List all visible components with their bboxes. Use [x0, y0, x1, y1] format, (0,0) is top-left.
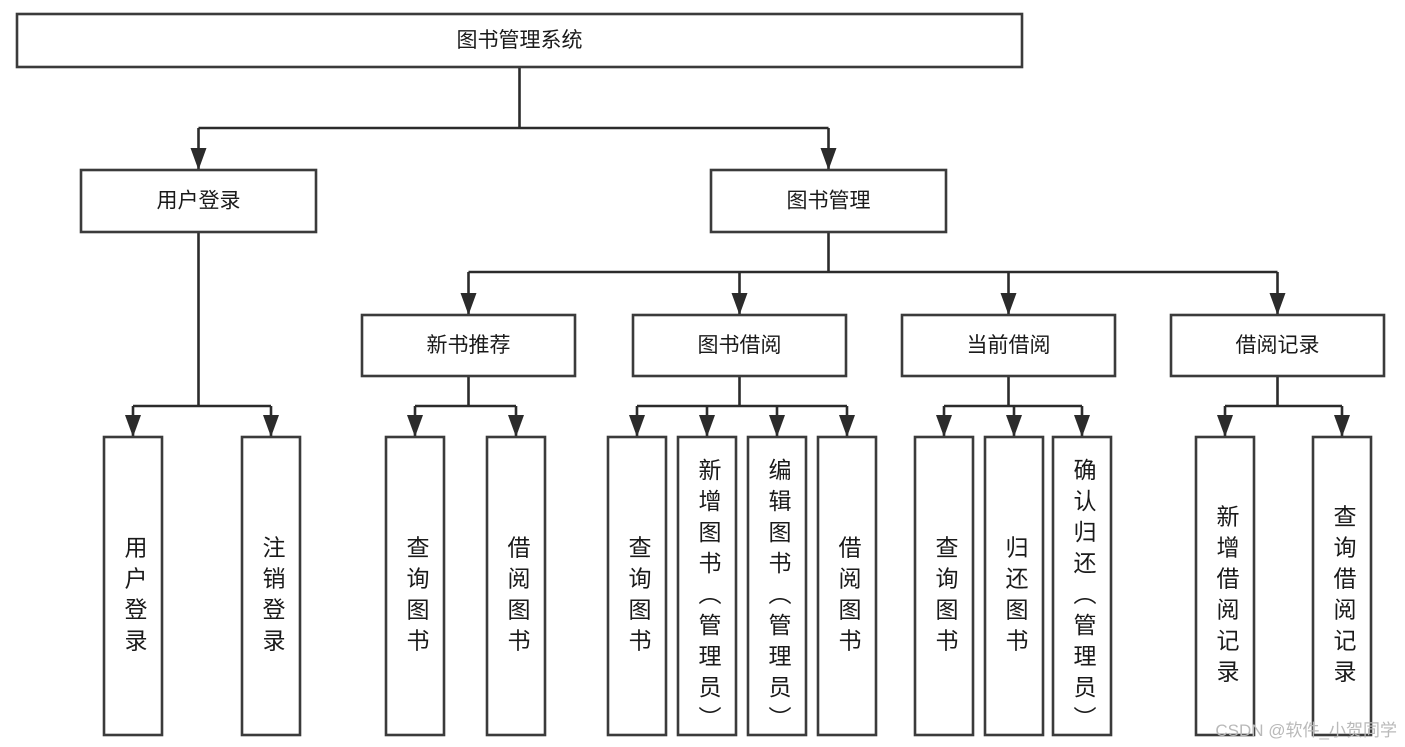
node-level3-3[interactable]: 借阅记录 [1169, 313, 1386, 378]
node-level3-1-box[interactable] [631, 313, 848, 378]
node-level3-1-label: 图书借阅 [698, 334, 782, 357]
node-level2-1[interactable]: 图书管理 [709, 168, 948, 234]
node-leaf-9-label: 归还图书 [1002, 535, 1029, 654]
node-level2-0[interactable]: 用户登录 [79, 168, 318, 234]
arrow-head-icon [769, 415, 785, 437]
arrow-head-icon [820, 148, 837, 170]
node-root-label: 图书管理系统 [457, 29, 583, 52]
node-leaf-2-box[interactable] [384, 435, 446, 737]
node-leaf-1-box[interactable] [240, 435, 302, 737]
node-leaf-9[interactable]: 归还图书 [983, 435, 1045, 737]
node-leaf-6[interactable]: 编辑图书（管理员） [746, 435, 808, 737]
arrow-head-icon [460, 293, 477, 315]
node-leaf-12-box[interactable] [1311, 435, 1373, 737]
arrow-head-icon [699, 415, 715, 437]
nodes-layer: 图书管理系统用户登录图书管理新书推荐图书借阅当前借阅借阅记录用户登录注销登录查询… [15, 12, 1386, 737]
node-leaf-5-box[interactable] [676, 435, 738, 737]
arrow-head-icon [407, 415, 423, 437]
node-leaf-11-box[interactable] [1194, 435, 1256, 737]
node-leaf-4-box[interactable] [606, 435, 668, 737]
node-leaf-0-label: 用户登录 [121, 535, 148, 654]
node-level2-0-label: 用户登录 [157, 190, 241, 213]
node-leaf-3-box[interactable] [485, 435, 547, 737]
node-leaf-2-label: 查询图书 [403, 535, 430, 654]
arrow-head-icon [1217, 415, 1233, 437]
node-leaf-0-box[interactable] [102, 435, 164, 737]
arrow-head-icon [190, 148, 207, 170]
node-leaf-1-label: 注销登录 [259, 535, 286, 654]
arrow-head-icon [1334, 415, 1350, 437]
node-root[interactable]: 图书管理系统 [15, 12, 1024, 69]
node-level2-1-label: 图书管理 [787, 190, 871, 213]
node-leaf-6-box[interactable] [746, 435, 808, 737]
arrow-head-icon [1006, 415, 1022, 437]
node-leaf-6-label: 编辑图书（管理员） [765, 458, 792, 732]
node-level3-0[interactable]: 新书推荐 [360, 313, 577, 378]
node-leaf-5[interactable]: 新增图书（管理员） [676, 435, 738, 737]
node-root-box[interactable] [15, 12, 1024, 69]
node-leaf-0[interactable]: 用户登录 [102, 435, 164, 737]
node-level3-2-label: 当前借阅 [967, 334, 1051, 357]
arrow-head-icon [936, 415, 952, 437]
node-leaf-3[interactable]: 借阅图书 [485, 435, 547, 737]
node-level3-0-label: 新书推荐 [427, 334, 511, 357]
arrow-head-icon [1269, 293, 1286, 315]
node-leaf-4[interactable]: 查询图书 [606, 435, 668, 737]
node-leaf-10-box[interactable] [1051, 435, 1113, 737]
node-level3-1[interactable]: 图书借阅 [631, 313, 848, 378]
node-leaf-7-box[interactable] [816, 435, 878, 737]
node-leaf-8[interactable]: 查询图书 [913, 435, 975, 737]
arrow-head-icon [125, 415, 141, 437]
arrow-head-icon [839, 415, 855, 437]
node-leaf-10-label: 确认归还（管理员） [1070, 458, 1097, 732]
node-leaf-7[interactable]: 借阅图书 [816, 435, 878, 737]
node-level3-0-box[interactable] [360, 313, 577, 378]
node-leaf-1[interactable]: 注销登录 [240, 435, 302, 737]
arrow-head-icon [629, 415, 645, 437]
node-leaf-5-label: 新增图书（管理员） [695, 458, 722, 732]
node-leaf-9-box[interactable] [983, 435, 1045, 737]
node-leaf-10[interactable]: 确认归还（管理员） [1051, 435, 1113, 737]
node-level2-1-box[interactable] [709, 168, 948, 234]
node-leaf-11-label: 新增借阅记录 [1213, 504, 1240, 685]
node-leaf-4-label: 查询图书 [625, 535, 652, 654]
arrow-head-icon [508, 415, 524, 437]
arrow-head-icon [1074, 415, 1090, 437]
node-leaf-3-label: 借阅图书 [504, 535, 531, 654]
node-leaf-12[interactable]: 查询借阅记录 [1311, 435, 1373, 737]
node-leaf-8-box[interactable] [913, 435, 975, 737]
connectors-layer [125, 67, 1350, 437]
node-level3-2[interactable]: 当前借阅 [900, 313, 1117, 378]
arrow-head-icon [263, 415, 279, 437]
node-leaf-11[interactable]: 新增借阅记录 [1194, 435, 1256, 737]
node-leaf-2[interactable]: 查询图书 [384, 435, 446, 737]
node-level3-2-box[interactable] [900, 313, 1117, 378]
arrow-head-icon [1000, 293, 1017, 315]
node-leaf-12-label: 查询借阅记录 [1330, 504, 1357, 685]
node-level2-0-box[interactable] [79, 168, 318, 234]
node-leaf-8-label: 查询图书 [932, 535, 959, 654]
node-level3-3-label: 借阅记录 [1236, 334, 1320, 357]
node-level3-3-box[interactable] [1169, 313, 1386, 378]
arrow-head-icon [731, 293, 748, 315]
node-leaf-7-label: 借阅图书 [835, 535, 862, 654]
